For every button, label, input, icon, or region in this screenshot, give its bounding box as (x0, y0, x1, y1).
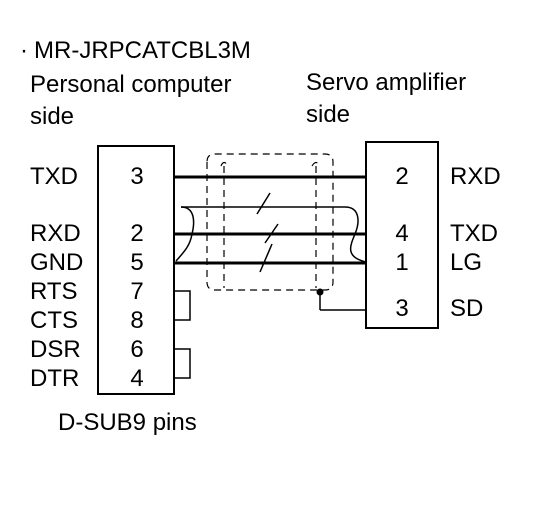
loopback-rts-cts (174, 290, 191, 321)
pc-signal-rts: RTS (30, 278, 78, 305)
servo-pin-number-txd: 4 (395, 220, 408, 247)
servo-signal-lg: LG (450, 249, 482, 276)
pc-signal-dtr: DTR (30, 365, 79, 392)
pc-pin-number-dsr: 6 (130, 336, 143, 363)
servo-signal-sd: SD (450, 295, 483, 322)
pc-signal-gnd: GND (30, 249, 83, 276)
cable-shield-dashed (206, 153, 334, 291)
twisted-pair-marks (256, 192, 279, 273)
wire-pc-rxd-to-servo-txd (174, 206, 367, 263)
pc-pin-number-gnd: 5 (130, 249, 143, 276)
servo-pin-number-rxd: 2 (395, 163, 408, 190)
pc-dsub9-connector-box (97, 145, 175, 395)
servo-pin-number-sd: 3 (395, 295, 408, 322)
pc-side-label-line1: Personal computer (30, 71, 231, 98)
shield-to-sd-connection (316, 288, 366, 311)
pc-pin-number-cts: 8 (130, 307, 143, 334)
pc-signal-cts: CTS (30, 307, 78, 334)
pc-side-label-line2: side (30, 103, 74, 130)
pc-pin-number-rxd: 2 (130, 220, 143, 247)
loopback-dsr-dtr (174, 348, 191, 379)
pc-pin-number-txd: 3 (130, 163, 143, 190)
pc-signal-dsr: DSR (30, 336, 81, 363)
cable-model-title: MR-JRPCATCBL3M (34, 37, 251, 64)
servo-side-label-line2: side (306, 101, 350, 128)
title-bullet: · (20, 37, 28, 64)
dsub9-pins-label: D-SUB9 pins (58, 409, 197, 436)
servo-side-label-line1: Servo amplifier (306, 69, 466, 96)
servo-signal-rxd: RXD (450, 163, 501, 190)
pc-signal-txd: TXD (30, 163, 78, 190)
shield-junction-dot (316, 288, 324, 296)
servo-pin-number-lg: 1 (395, 249, 408, 276)
pc-pin-number-rts: 7 (130, 278, 143, 305)
servo-signal-txd: TXD (450, 220, 498, 247)
pc-pin-number-dtr: 4 (130, 365, 143, 392)
pc-signal-rxd: RXD (30, 220, 81, 247)
